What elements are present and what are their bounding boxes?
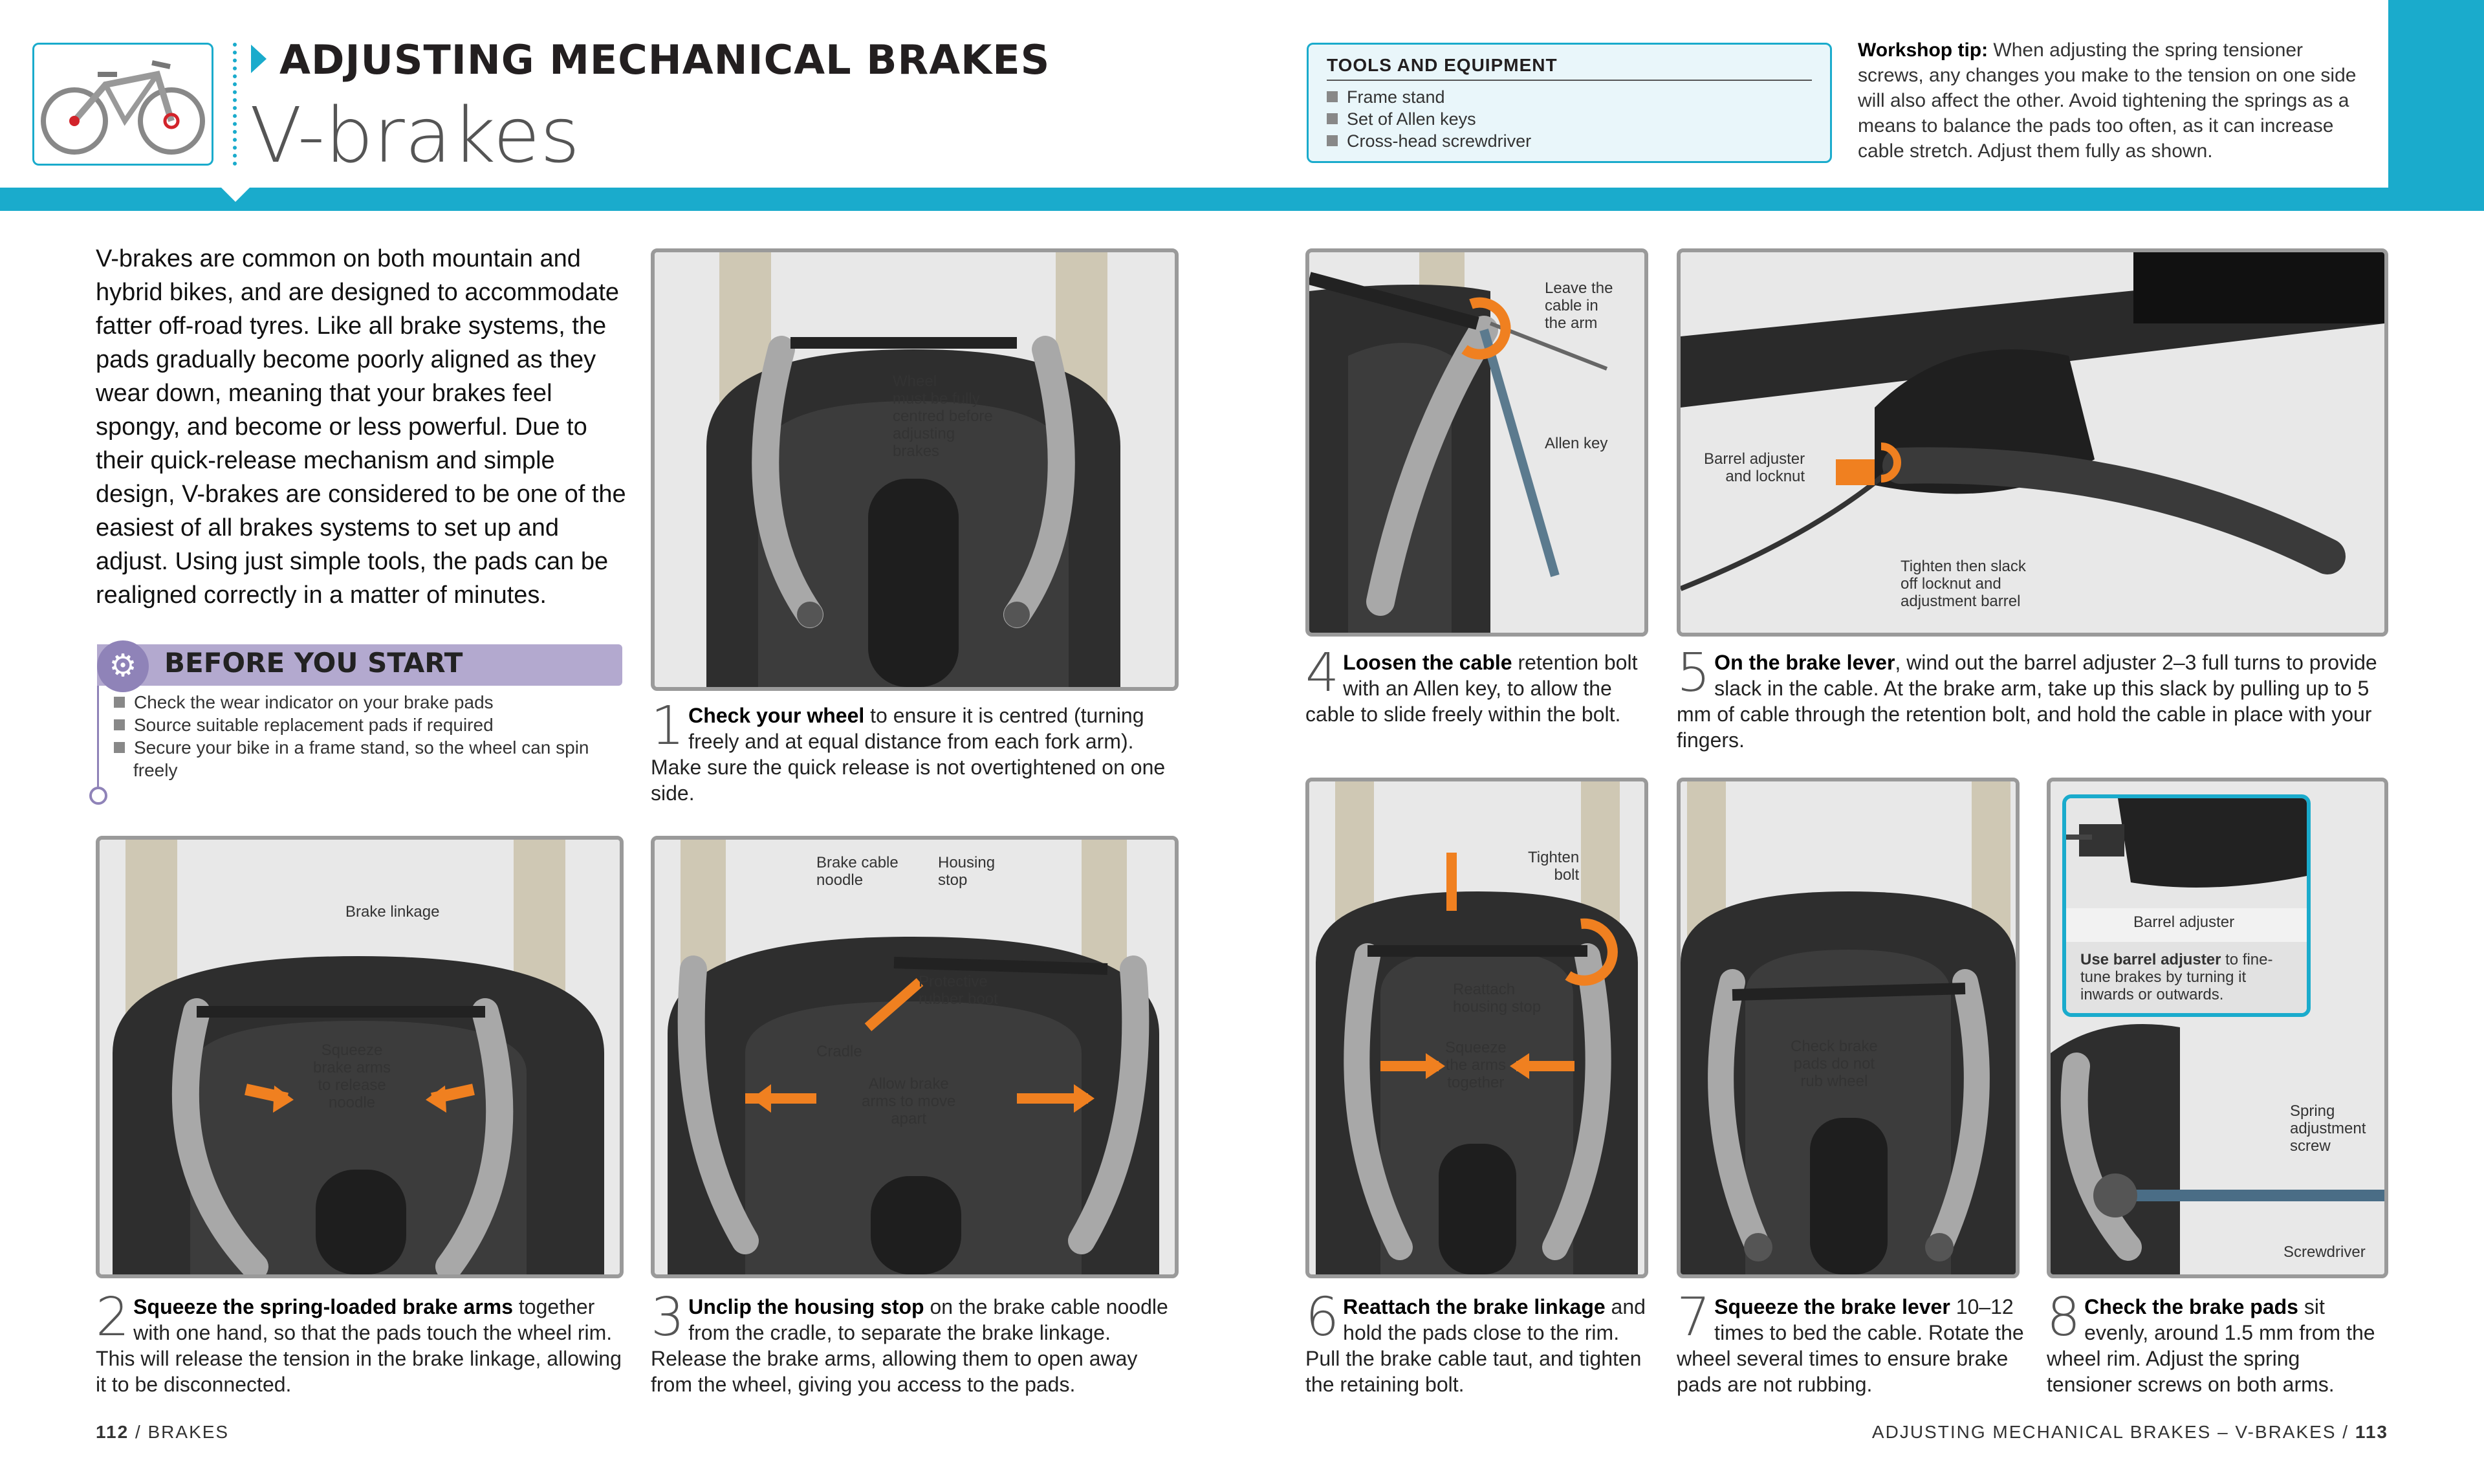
inset-note: Use barrel adjuster to fine-tune brakes … bbox=[2066, 942, 2307, 1013]
label-barrel-adjuster: Barrel adjuster bbox=[2133, 913, 2235, 931]
bike-icon bbox=[41, 60, 205, 155]
brake-illustration-1 bbox=[655, 252, 1175, 687]
intro-paragraph: V-brakes are common on both mountain and… bbox=[96, 245, 626, 609]
header-notch bbox=[220, 186, 251, 202]
tools-item: Cross-head screwdriver bbox=[1327, 130, 1812, 152]
panel-step-2: Brake linkage Squeeze brake arms to rele… bbox=[96, 836, 624, 1278]
label-leave-cable: Leave the cable in the arm bbox=[1545, 279, 1613, 332]
tools-heading: TOOLS AND EQUIPMENT bbox=[1327, 55, 1812, 81]
play-triangle-icon bbox=[251, 44, 267, 73]
footer-right: ADJUSTING MECHANICAL BRAKES – V-BRAKES /… bbox=[1871, 1422, 2388, 1442]
barrel-adjuster-inset: Barrel adjuster Use barrel adjuster to f… bbox=[2062, 794, 2311, 1017]
tools-item: Frame stand bbox=[1327, 86, 1812, 108]
label-wheel-centred: Wheel must be fully centred before adjus… bbox=[893, 373, 993, 460]
label-screwdriver: Screwdriver bbox=[2283, 1243, 2366, 1261]
label-squeeze-together: Squeeze the arms together bbox=[1445, 1039, 1507, 1091]
panel-step-1: Wheel must be fully centred before adjus… bbox=[651, 248, 1179, 691]
bullet-square-icon bbox=[1327, 91, 1338, 103]
page-kicker: ADJUSTING MECHANICAL BRAKES bbox=[251, 36, 1050, 83]
barrel-adjuster-illustration bbox=[2066, 798, 2307, 908]
before-item: Source suitable replacement pads if requ… bbox=[114, 714, 625, 736]
brake-lever-illustration-5 bbox=[1681, 252, 2384, 633]
before-you-start-title: BEFORE YOU START bbox=[164, 647, 463, 679]
label-tighten-slack: Tighten then slack off locknut and adjus… bbox=[1901, 558, 2026, 610]
workshop-tip: Workshop tip: When adjusting the spring … bbox=[1858, 39, 2357, 162]
label-brake-cable-noodle: Brake cable noodle bbox=[816, 854, 899, 889]
label-allow-arms: Allow brake arms to move apart bbox=[862, 1075, 956, 1128]
brake-illustration-2 bbox=[100, 840, 620, 1274]
bullet-square-icon bbox=[1327, 113, 1338, 125]
header-band bbox=[0, 188, 2484, 211]
panel-step-5: Barrel adjuster and locknut Tighten then… bbox=[1677, 248, 2388, 637]
bullet-square-icon bbox=[1327, 135, 1338, 147]
label-barrel-adjuster-locknut: Barrel adjuster and locknut bbox=[1704, 450, 1805, 485]
brake-illustration-6 bbox=[1309, 781, 1644, 1274]
bullet-square-icon bbox=[114, 742, 125, 754]
before-you-start-band bbox=[97, 644, 622, 686]
bike-thumbnail bbox=[32, 43, 213, 166]
label-cradle: Cradle bbox=[816, 1043, 862, 1060]
label-reattach-housing: Reattach housing stop bbox=[1453, 981, 1542, 1016]
before-item: Check the wear indicator on your brake p… bbox=[114, 691, 625, 714]
before-you-start-dot bbox=[89, 787, 107, 805]
bullet-square-icon bbox=[114, 719, 125, 731]
header-area bbox=[0, 0, 2388, 188]
label-allen-key: Allen key bbox=[1545, 435, 1608, 452]
brake-illustration-4 bbox=[1309, 252, 1644, 633]
before-you-start-line bbox=[97, 686, 99, 789]
header-side-strip bbox=[2388, 0, 2484, 211]
wrench-icon: ⚙ bbox=[97, 640, 149, 692]
panel-step-4: Leave the cable in the arm Allen key bbox=[1305, 248, 1648, 637]
page-title: V-brakes bbox=[250, 91, 580, 180]
label-housing-stop: Housing stop bbox=[938, 854, 996, 889]
label-tighten-bolt: Tighten bolt bbox=[1528, 849, 1580, 884]
panel-step-7: Check brake pads do not rub wheel bbox=[1677, 778, 2020, 1278]
brake-illustration-7 bbox=[1681, 781, 2016, 1274]
footer-left: 112 / BRAKES bbox=[96, 1422, 230, 1442]
bullet-square-icon bbox=[114, 697, 125, 708]
before-item: Secure your bike in a frame stand, so th… bbox=[114, 736, 625, 781]
header-dotted-divider bbox=[233, 43, 237, 166]
tools-item: Set of Allen keys bbox=[1327, 108, 1812, 130]
label-check-pads: Check brake pads do not rub wheel bbox=[1791, 1038, 1878, 1090]
before-you-start-list: Check the wear indicator on your brake p… bbox=[114, 691, 625, 781]
brake-illustration-3 bbox=[655, 840, 1175, 1274]
panel-step-3: Brake cable noodle Housing stop Protecti… bbox=[651, 836, 1179, 1278]
label-squeeze-arms: Squeeze brake arms to release noodle bbox=[313, 1042, 391, 1111]
panel-step-6: Tighten bolt Reattach housing stop Squee… bbox=[1305, 778, 1648, 1278]
label-protective-boot: Protective rubber boot bbox=[919, 973, 998, 1008]
tools-box: TOOLS AND EQUIPMENT Frame stand Set of A… bbox=[1307, 43, 1832, 163]
label-brake-linkage: Brake linkage bbox=[345, 903, 440, 921]
label-spring-screw: Spring adjustment screw bbox=[2290, 1102, 2366, 1155]
